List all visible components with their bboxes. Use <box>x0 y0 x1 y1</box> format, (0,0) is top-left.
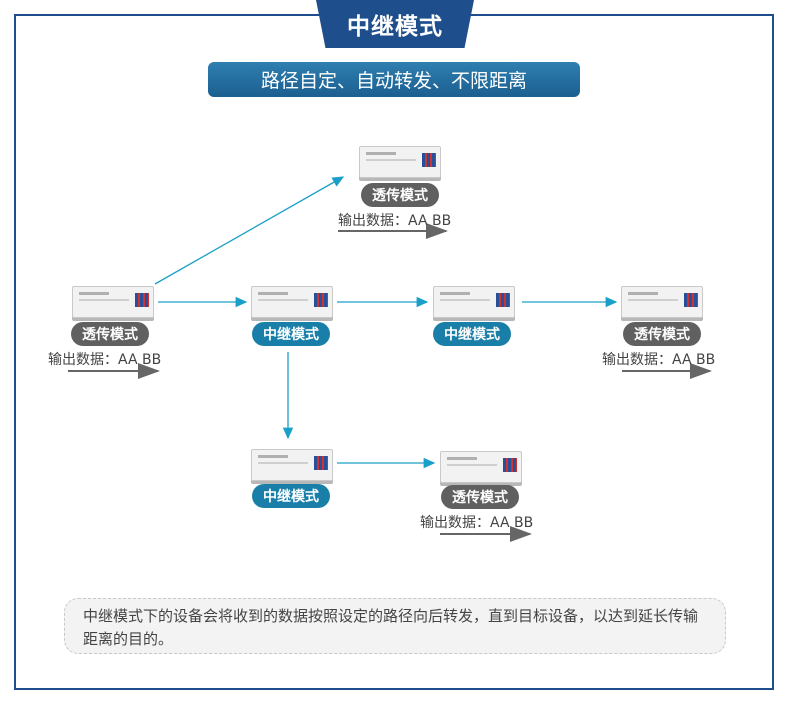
node-label-bottom: 透传模式 <box>441 485 519 509</box>
description-note: 中继模式下的设备会将收到的数据按照设定的路径向后转发，直到目标设备，以达到延长传… <box>64 598 726 654</box>
output-text-left: 输出数据：AA BB <box>48 352 162 368</box>
module-icon <box>251 286 333 318</box>
module-icon <box>433 286 515 318</box>
node-label-left: 透传模式 <box>71 322 149 346</box>
node-label-relay-3: 中继模式 <box>252 484 330 508</box>
arrow-left-to-top <box>154 176 345 285</box>
node-label-top: 透传模式 <box>361 183 439 207</box>
output-text-right: 输出数据：AA BB <box>602 352 716 368</box>
subtitle-banner: 路径自定、自动转发、不限距离 <box>208 62 580 97</box>
output-text-bottom: 输出数据：AA BB <box>420 515 534 531</box>
module-icon <box>359 146 441 178</box>
node-label-right: 透传模式 <box>623 322 701 346</box>
module-icon <box>72 286 154 318</box>
node-label-relay-1: 中继模式 <box>252 322 330 346</box>
module-icon <box>440 451 522 483</box>
output-text-top: 输出数据：AA BB <box>338 213 452 229</box>
module-icon <box>621 286 703 318</box>
page-title: 中继模式 <box>316 0 474 48</box>
module-icon <box>251 449 333 481</box>
node-label-relay-2: 中继模式 <box>433 322 511 346</box>
